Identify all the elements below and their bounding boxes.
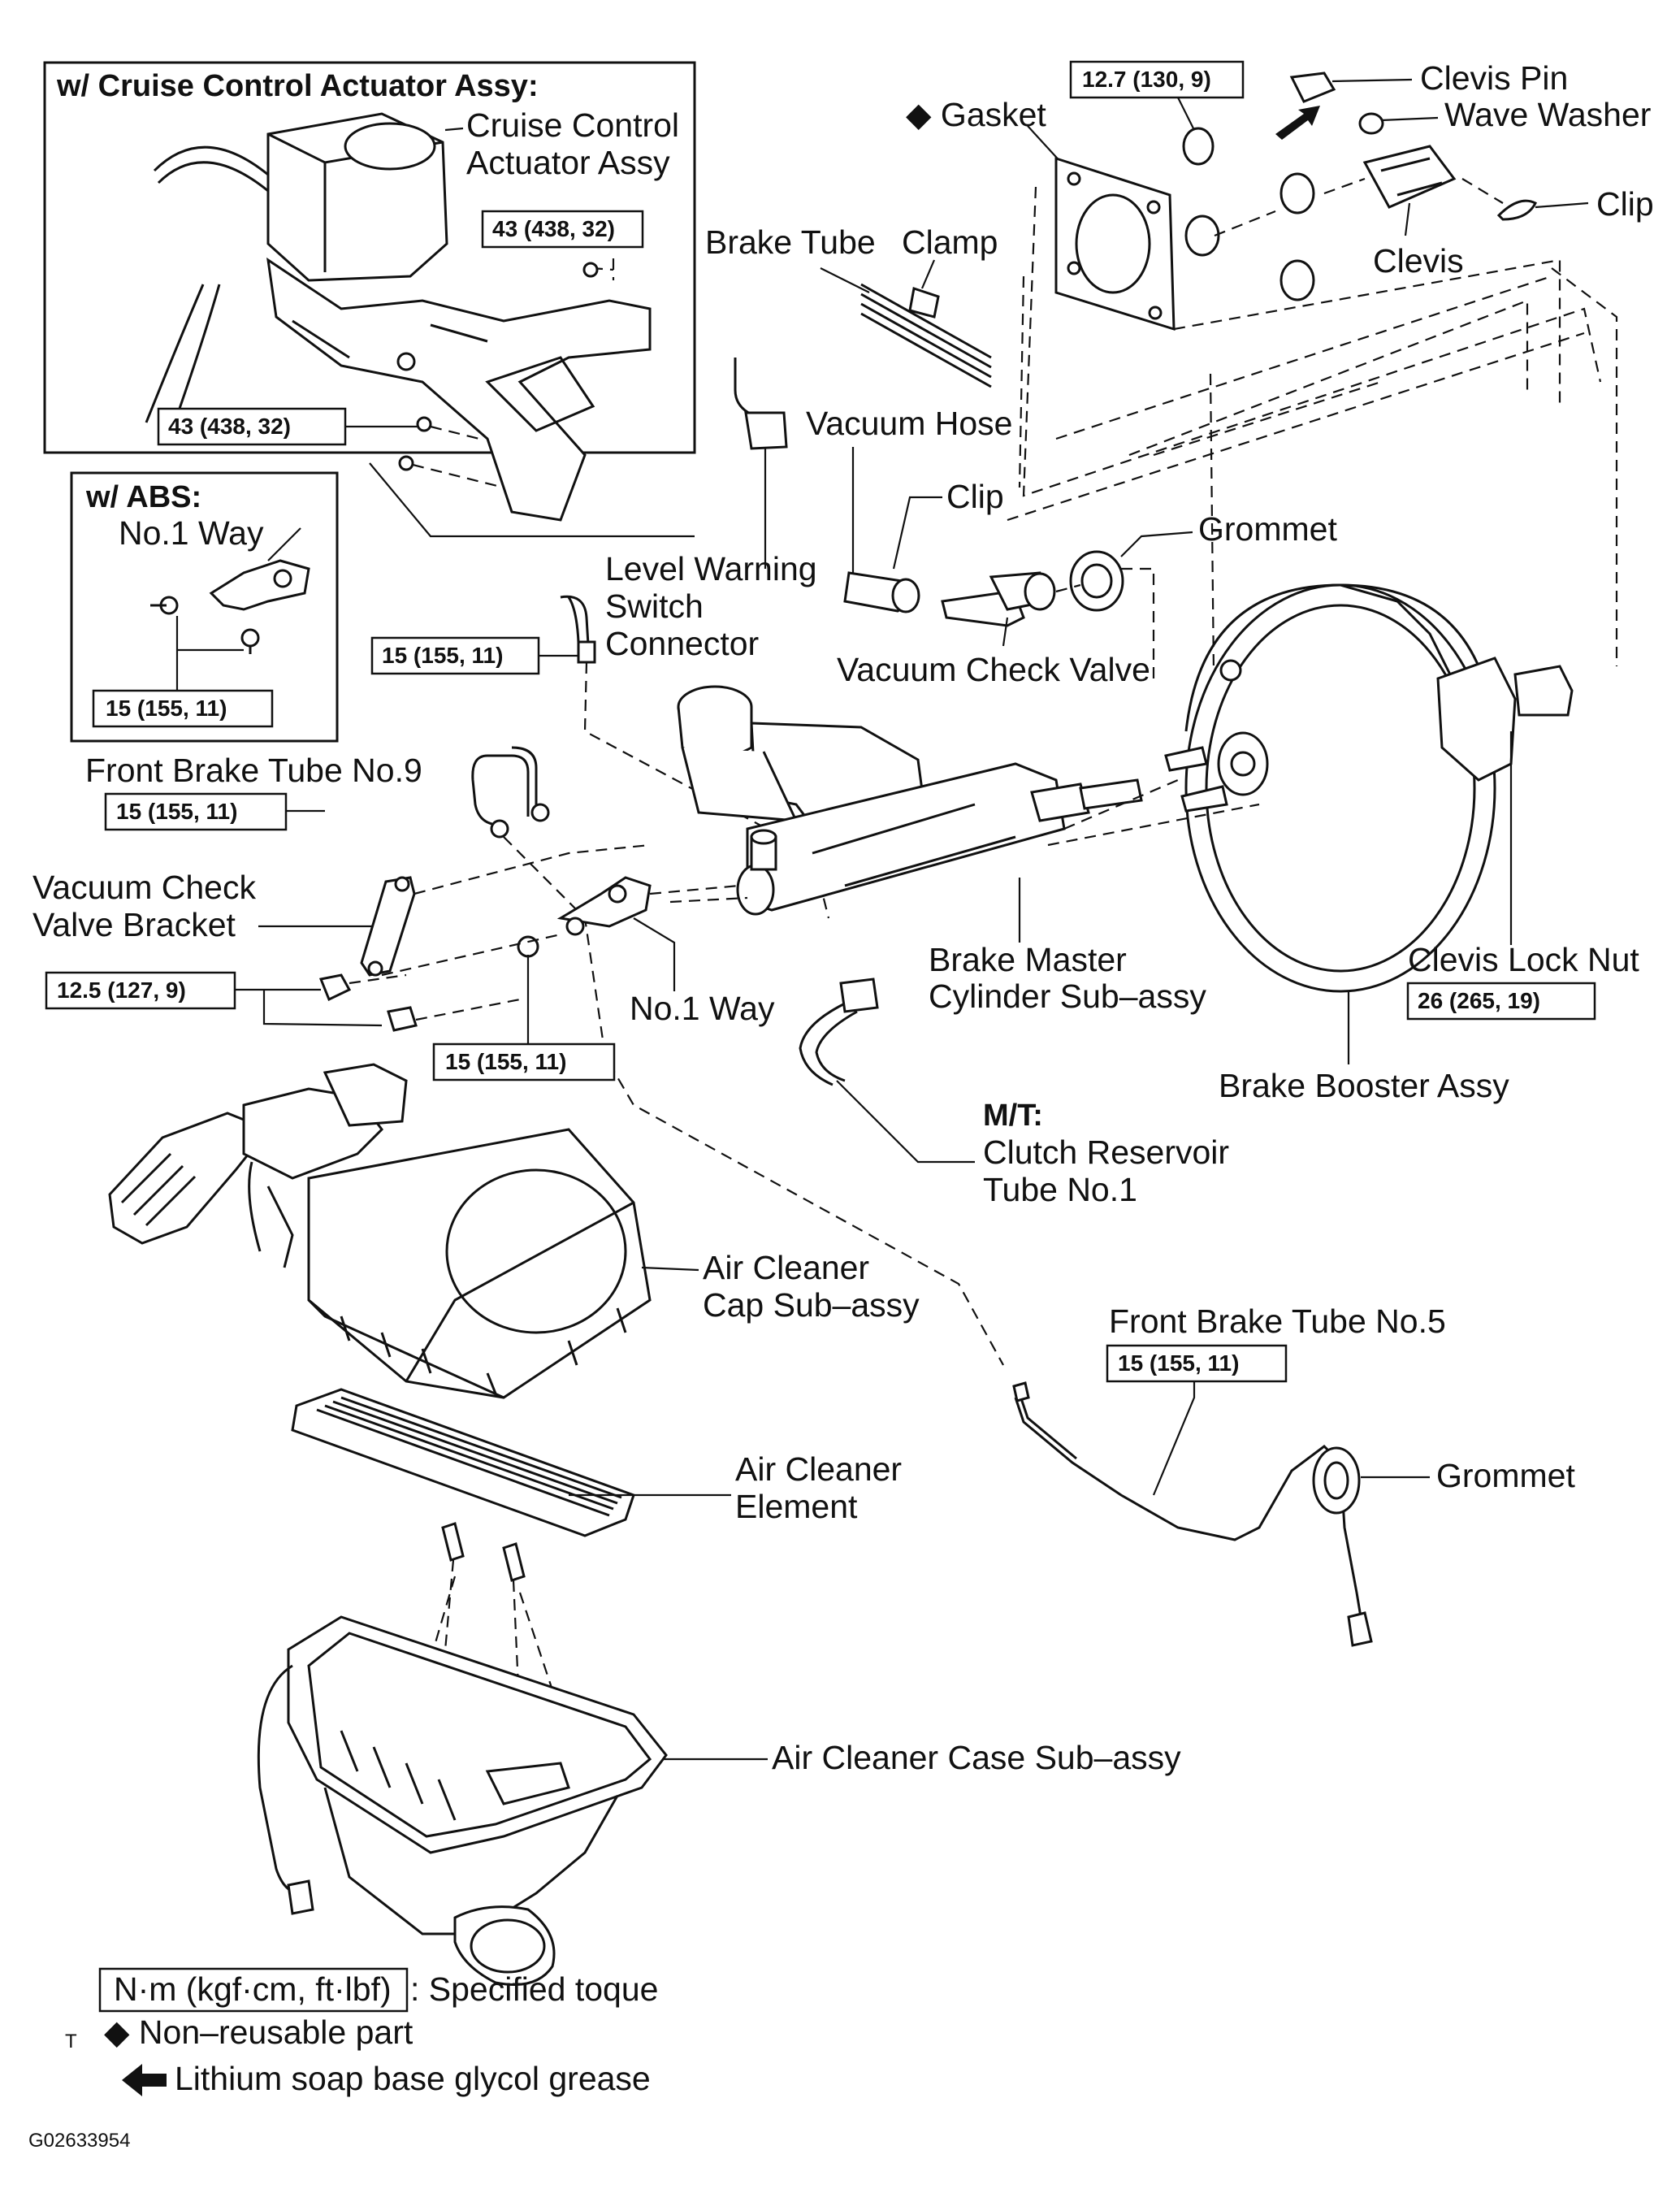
no1-way-label: No.1 Way xyxy=(630,990,775,1027)
clutch-tube-group: M/T: Clutch Reservoir Tube No.1 xyxy=(799,977,1229,1208)
level-warning-label-2: Switch xyxy=(605,587,704,625)
legend-unit-box: N·m (kgf·cm, ft·lbf) xyxy=(114,1970,392,2008)
clevis-label: Clevis xyxy=(1373,242,1464,280)
level-warning-label-1: Level Warning xyxy=(605,550,817,587)
brake-tube-label: Brake Tube xyxy=(705,223,876,261)
cruise-control-inset: w/ Cruise Control Actuator Assy: Cruise … xyxy=(43,61,696,538)
clevis-lock-nut-label: Clevis Lock Nut xyxy=(1408,941,1639,978)
legend-specified: : Specified toque xyxy=(410,1970,658,2008)
grease-arrow-icon xyxy=(122,2064,167,2096)
vacuum-tube-group: Brake Tube Clamp Vacuum Hose Clip Gromme… xyxy=(705,223,1337,688)
aircap-label-2: Cap Sub–assy xyxy=(703,1286,920,1324)
figure-id: G02633954 xyxy=(28,2130,130,2152)
cruise-actuator-label-2: Actuator Assy xyxy=(466,144,670,181)
booster-label: Brake Booster Assy xyxy=(1219,1067,1509,1104)
legend-nonreusable: ◆ Non–reusable part xyxy=(104,2013,414,2051)
air-cleaner-cap-group: Air Cleaner Cap Sub–assy xyxy=(108,1063,920,1399)
cruise-actuator-drawing xyxy=(145,112,652,522)
clutch-label-2: Tube No.1 xyxy=(983,1171,1137,1208)
abs-inset-title: w/ ABS: xyxy=(85,480,201,514)
abs-way-label: No.1 Way xyxy=(119,514,264,552)
gasket-label: ◆ Gasket xyxy=(906,96,1046,133)
clamp-label: Clamp xyxy=(902,223,998,261)
torque-way: 15 (155, 11) xyxy=(445,1049,566,1074)
clevis-pin-label: Clevis Pin xyxy=(1420,59,1568,97)
vacuum-hose-label: Vacuum Hose xyxy=(806,405,1012,442)
aircap-label-1: Air Cleaner xyxy=(703,1249,869,1286)
case-label: Air Cleaner Case Sub–assy xyxy=(772,1739,1181,1776)
element-label-2: Element xyxy=(735,1488,858,1525)
torque-tube5: 15 (155, 11) xyxy=(1118,1350,1239,1376)
abs-inset: w/ ABS: No.1 Way 15 (155, 11) xyxy=(70,471,339,743)
torque-gasket: 12.7 (130, 9) xyxy=(1082,67,1211,92)
mt-label: M/T: xyxy=(983,1099,1043,1133)
torque-tube9: 15 (155, 11) xyxy=(116,799,237,824)
legend: N·m (kgf·cm, ft·lbf) : Specified toque T… xyxy=(28,1967,658,2152)
air-cleaner-case-group: Air Cleaner Case Sub–assy xyxy=(257,1522,1181,1986)
abs-torque: 15 (155, 11) xyxy=(106,696,227,721)
cruise-inset-title: w/ Cruise Control Actuator Assy: xyxy=(56,69,539,103)
grommet-bottom-label: Grommet xyxy=(1436,1457,1575,1494)
torque-level: 15 (155, 11) xyxy=(382,643,503,668)
vacuum-check-valve-label: Vacuum Check Valve xyxy=(837,651,1150,688)
legend-t-mark: T xyxy=(65,2031,77,2052)
grommet-top-label: Grommet xyxy=(1198,510,1337,548)
wave-washer-label: Wave Washer xyxy=(1444,96,1651,133)
air-cleaner-element-group: Air Cleaner Element xyxy=(291,1388,902,1537)
front-tube-5-label: Front Brake Tube No.5 xyxy=(1109,1303,1446,1340)
clip-mid-label: Clip xyxy=(946,478,1004,515)
master-cyl-label-2: Cylinder Sub–assy xyxy=(929,977,1206,1015)
torque-locknut: 26 (265, 19) xyxy=(1418,988,1540,1013)
cruise-torque-a: 43 (438, 32) xyxy=(492,216,615,241)
master-cyl-label-1: Brake Master xyxy=(929,941,1127,978)
tube5-group: Front Brake Tube No.5 15 (155, 11) Gromm… xyxy=(1012,1303,1575,1647)
vcv-bracket-label-1: Vacuum Check xyxy=(32,869,256,906)
torque-bracket: 12.5 (127, 9) xyxy=(57,977,186,1003)
master-cylinder-group: Level Warning Switch Connector 15 (155, … xyxy=(370,550,1260,1015)
vcv-bracket-label-2: Valve Bracket xyxy=(32,906,236,943)
booster-gasket-group: 12.7 (130, 9) ◆ Gasket Clevis Pin Wave W… xyxy=(906,59,1654,1104)
front-tube-9-label: Front Brake Tube No.9 xyxy=(85,752,422,789)
level-warning-label-3: Connector xyxy=(605,625,759,662)
element-label-1: Air Cleaner xyxy=(735,1450,902,1488)
tube9-way-bracket-group: Front Brake Tube No.9 15 (155, 11) No.1 … xyxy=(32,746,1004,1366)
legend-grease: Lithium soap base glycol grease xyxy=(175,2060,651,2097)
clip-top-label: Clip xyxy=(1596,185,1654,223)
cruise-actuator-label-1: Cruise Control xyxy=(466,106,679,144)
clutch-label-1: Clutch Reservoir xyxy=(983,1134,1229,1171)
cruise-torque-b: 43 (438, 32) xyxy=(168,414,291,439)
